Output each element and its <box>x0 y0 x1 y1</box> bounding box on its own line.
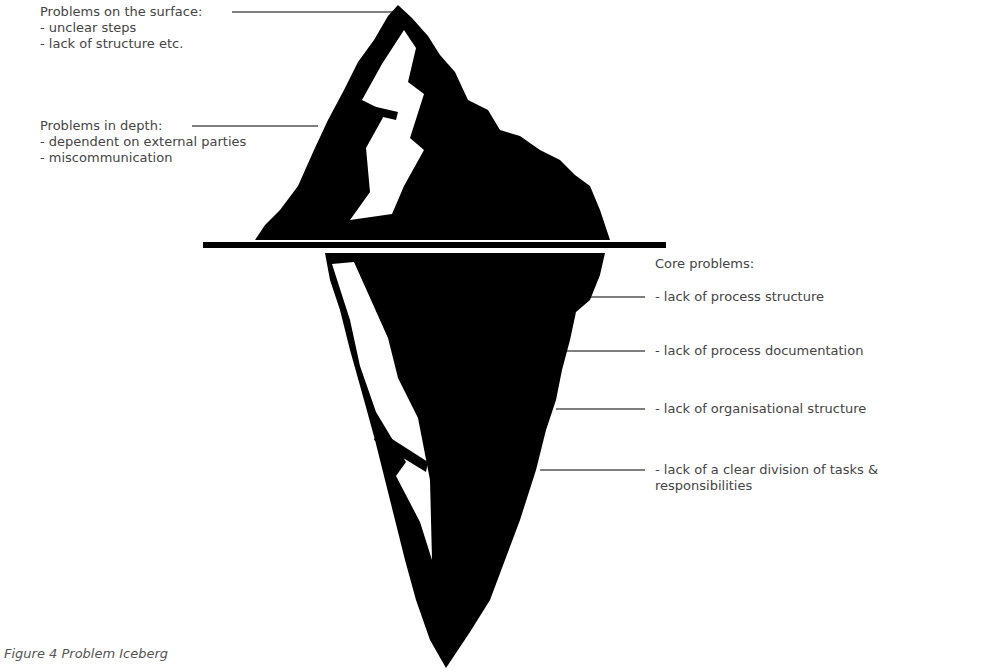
ice-crack <box>374 430 428 472</box>
water-line <box>203 242 666 248</box>
label-item: - unclear steps <box>40 20 136 36</box>
leader-line <box>556 409 645 410</box>
label-item: - lack of organisational structure <box>655 401 866 417</box>
label-item: - lack of a clear division of tasks & re… <box>655 462 905 494</box>
ice-highlight <box>332 262 432 560</box>
ice-highlight <box>350 30 424 220</box>
label-item: - dependent on external parties <box>40 134 246 150</box>
label-heading: Problems on the surface: <box>40 4 202 20</box>
leader-line <box>192 126 318 127</box>
label-item: - lack of process documentation <box>655 343 863 359</box>
label-item: - lack of process structure <box>655 289 824 305</box>
leader-line <box>232 12 394 13</box>
leader-line <box>540 297 645 298</box>
leader-line <box>540 470 645 471</box>
iceberg-top <box>255 5 610 240</box>
label-item: - miscommunication <box>40 150 172 166</box>
leader-line <box>562 351 645 352</box>
iceberg-bottom <box>325 253 605 668</box>
label-heading: Core problems: <box>655 256 754 272</box>
figure-caption: Figure 4 Problem Iceberg <box>4 646 168 662</box>
ice-crack <box>370 106 398 120</box>
label-heading: Problems in depth: <box>40 118 162 134</box>
label-item: - lack of structure etc. <box>40 36 183 52</box>
